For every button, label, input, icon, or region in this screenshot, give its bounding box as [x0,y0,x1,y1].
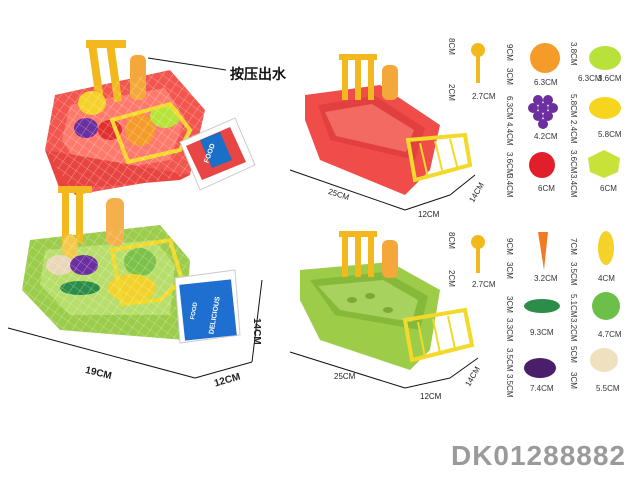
piece-carrot [538,232,548,270]
potato-h: 5CM [569,346,578,363]
red-sink-dimension-lines [289,169,476,211]
green-sink [300,231,475,370]
corn-d: 3.5CM [569,262,578,286]
carrot-h: 9CM [505,238,514,255]
starfruit-h: 3.6CM [569,150,578,174]
eggplant-w: 7.4CM [530,384,554,393]
green-sink-length-label: 25CM [334,372,356,381]
cucumber-d: 3.3CM [505,318,514,342]
piece-spoon-top [471,43,485,83]
lime-d: 3.6CM [598,74,622,83]
piece-eggplant [524,358,556,378]
piece-lime [589,46,621,70]
cabbage-h: 5.1CM [569,294,578,318]
lime-w: 6.3CM [578,74,602,83]
cabbage-d: 3.2CM [569,318,578,342]
apple-w: 6CM [538,184,555,193]
starfruit-d: 3.4CM [569,174,578,198]
spoon-bottom-w: 2.7CM [472,280,496,289]
red-sink [305,54,473,195]
corn-h: 7CM [569,238,578,255]
grapes-d: 4.4CM [505,122,514,146]
package-dimension-lines [7,279,263,379]
spoon-bottom-d: 2CM [447,270,456,287]
grapes-h: 6.3CM [505,96,514,120]
orange-w: 6.3CM [534,78,558,87]
starfruit-w: 6CM [600,184,617,193]
package-card-bottom [174,269,241,344]
press-water-label: 按压出水 [230,67,286,83]
green-sink-dimension-lines [289,351,479,389]
piece-orange [530,43,560,73]
product-code: DK01288882 [450,440,626,471]
green-packaged-sink [22,186,190,340]
spoon-top-d: 2CM [447,84,456,101]
red-packaged-sink [45,40,205,195]
piece-starfruit [588,150,620,178]
piece-potato [590,348,618,372]
carrot-d: 3CM [505,262,514,279]
red-sink-width-label: 12CM [418,210,440,219]
piece-apple [529,152,555,178]
piece-grapes [528,95,558,129]
cucumber-w: 9.3CM [530,328,554,337]
package-height-label: 14CM [251,318,262,345]
spoon-top-h: 8CM [447,38,456,55]
piece-spoon-bottom [471,235,485,273]
potato-w: 5.5CM [596,384,620,393]
lime-h: 3.8CM [569,42,578,66]
orange-d: 3CM [505,68,514,85]
package-card-top [179,117,256,191]
grapes-w: 4.2CM [534,132,558,141]
lemon-d: 2.4CM [569,120,578,144]
apple-h: 3.6CM [505,152,514,176]
spoon-bottom-h: 8CM [447,232,456,249]
lemon-w: 5.8CM [598,130,622,139]
green-sink-width-label: 12CM [420,392,442,401]
carrot-w: 3.2CM [534,274,558,283]
piece-corn [598,231,614,265]
cucumber-h: 3CM [505,296,514,313]
orange-h: 9CM [505,44,514,61]
press-annotation-line [147,57,227,71]
corn-w: 4CM [598,274,615,283]
piece-cucumber [524,299,560,313]
piece-lemon [589,97,621,119]
eggplant-h: 3.5CM [505,348,514,372]
apple-d: 3.4CM [505,174,514,198]
cabbage-w: 4.7CM [598,330,622,339]
piece-cabbage [592,292,620,320]
potato-d: 3CM [569,372,578,389]
lemon-h: 5.8CM [569,94,578,118]
eggplant-d: 3.5CM [505,374,514,398]
spoon-top-w: 2.7CM [472,92,496,101]
